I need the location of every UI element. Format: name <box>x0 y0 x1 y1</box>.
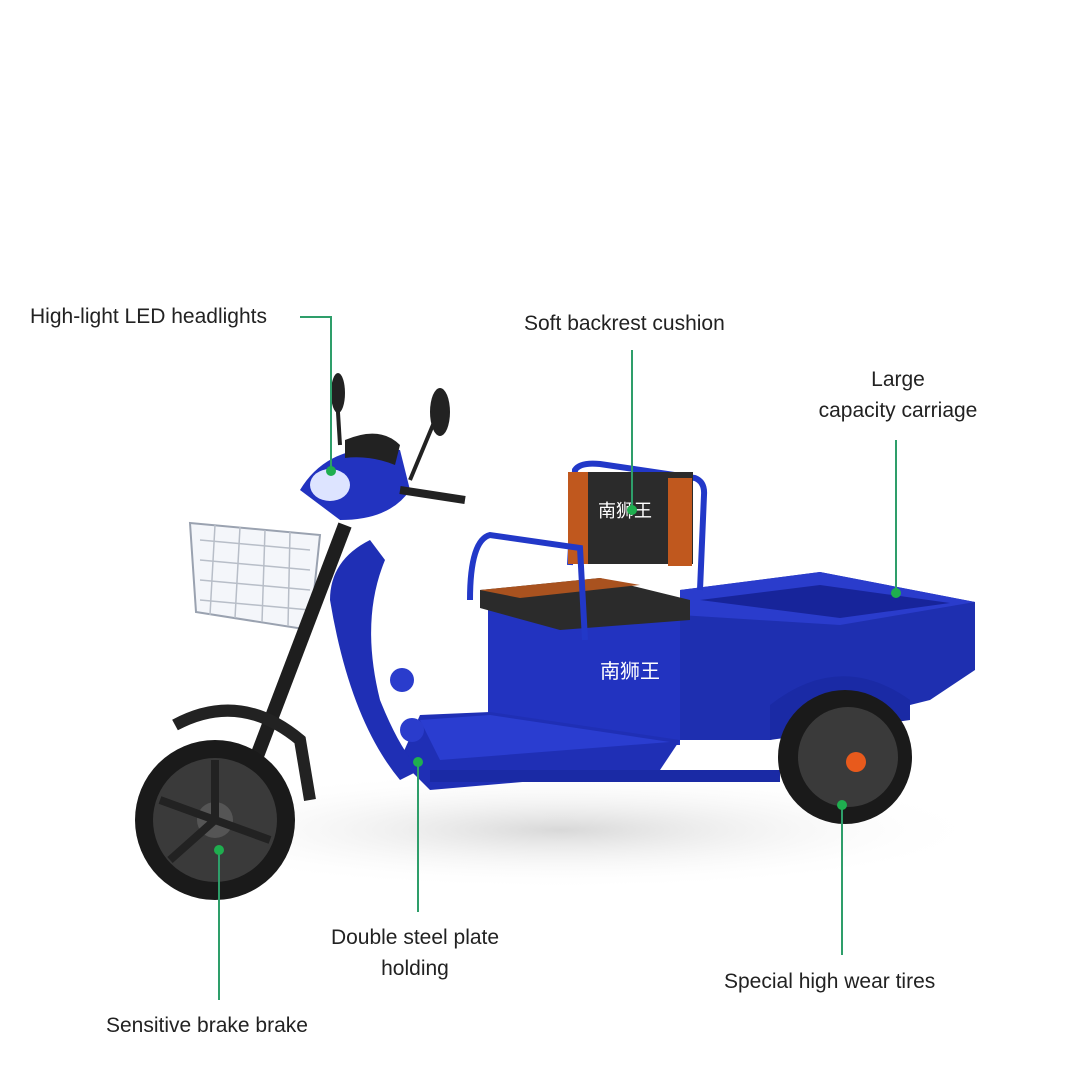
headlights-callout-line <box>300 316 332 471</box>
tires-label: Special high wear tires <box>724 970 936 993</box>
headlights-label: High-light LED headlights <box>30 305 267 328</box>
backrest-label: Soft backrest cushion <box>524 312 725 335</box>
brand-logo-backrest: 南狮王 <box>598 501 652 522</box>
carriage-label-line2: capacity carriage <box>818 399 978 422</box>
floor-plate <box>400 712 780 790</box>
ground-shadow <box>130 770 990 890</box>
brand-logo-side: 南狮王 <box>600 659 660 683</box>
steel-plate-label-line1: Double steel plate <box>330 926 500 949</box>
carriage-label: Large capacity carriage <box>810 364 986 426</box>
front-wheel <box>135 740 295 900</box>
cargo-carriage <box>680 572 975 740</box>
front-body <box>300 373 466 780</box>
carriage-label-line1: Large <box>871 368 925 391</box>
rear-wheel <box>778 690 912 824</box>
front-mudguard <box>172 704 316 801</box>
brake-label: Sensitive brake brake <box>106 1014 308 1037</box>
callout-dots <box>214 466 901 855</box>
callout-lines <box>218 316 897 1000</box>
front-basket <box>188 521 322 632</box>
steel-plate-label: Double steel plate holding <box>322 922 508 984</box>
steel-plate-label-line2: holding <box>381 957 449 980</box>
backrest: 南狮王 <box>467 460 708 641</box>
